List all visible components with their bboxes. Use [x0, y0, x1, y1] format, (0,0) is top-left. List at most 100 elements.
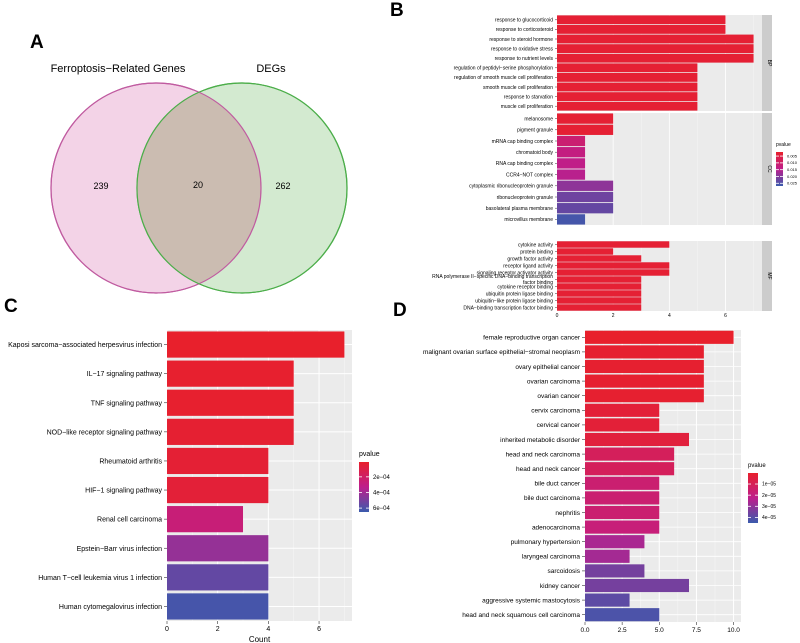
category-label: cervical cancer — [537, 422, 581, 429]
category-label: response to steroid hormone — [489, 37, 553, 43]
bar — [557, 180, 614, 191]
bar — [167, 389, 294, 416]
panel-label-b: B — [390, 0, 404, 21]
bar — [557, 34, 754, 44]
x-axis-label: Count — [249, 635, 271, 643]
bar — [557, 290, 642, 297]
panel-label-c: C — [4, 296, 18, 317]
bar — [585, 330, 734, 344]
facet-strip-label: CC — [766, 165, 772, 173]
category-label: regulation of smooth muscle cell prolife… — [454, 75, 553, 81]
venn-right-label: DEGs — [256, 63, 286, 75]
bar — [557, 283, 642, 290]
do-legend-tick: 2e−05 — [762, 493, 776, 499]
bar — [557, 135, 586, 147]
bar — [167, 564, 269, 591]
x-tick-label: 0 — [165, 626, 169, 633]
category-label: regulation of peptidyl−serine phosphoryl… — [454, 66, 554, 72]
bar — [167, 360, 294, 387]
category-label: female reproductive organ cancer — [483, 335, 581, 342]
x-tick-label: 0.0 — [580, 627, 589, 634]
bar — [585, 505, 660, 520]
category-label: melanosome — [524, 116, 553, 122]
category-label: laryngeal carcinoma — [522, 554, 581, 561]
bar — [557, 72, 698, 82]
bar — [557, 304, 642, 311]
category-label: cytokine activity — [518, 242, 554, 248]
go-legend-title: pvalue — [776, 142, 791, 148]
x-tick-label: 6 — [724, 313, 727, 319]
bar — [585, 491, 660, 505]
category-label: Renal cell carcinoma — [97, 517, 162, 524]
category-label: cervix carcinoma — [531, 408, 580, 415]
category-label: response to glucocorticoid — [495, 18, 553, 24]
bar — [167, 506, 244, 533]
category-label: IL−17 signaling pathway — [87, 371, 163, 378]
x-tick-label: 10.0 — [727, 627, 740, 634]
kegg-legend-tick: 2e−04 — [373, 475, 391, 481]
category-label: smooth muscle cell proliferation — [483, 85, 553, 91]
kegg-legend-title: pvalue — [359, 451, 380, 458]
category-label: mRNA cap binding complex — [492, 139, 554, 145]
kegg-legend-colorbar — [359, 462, 369, 512]
category-label: NOD−like receptor signaling pathway — [47, 429, 163, 436]
category-label: bile duct carcinoma — [524, 495, 580, 502]
bar — [167, 418, 294, 445]
x-tick-label: 2.5 — [618, 627, 627, 634]
bar — [557, 169, 586, 180]
category-label: nephritis — [555, 510, 580, 517]
bar — [557, 297, 642, 304]
do-legend-tick: 1e−05 — [762, 482, 776, 488]
category-label: TNF signaling pathway — [91, 400, 163, 407]
bar — [585, 608, 660, 622]
category-label: ribonucleoprotein granule — [497, 195, 554, 201]
bar — [557, 82, 698, 92]
go-legend-tick: 0.020 — [787, 174, 798, 179]
bar — [585, 447, 675, 461]
category-label: pulmonary hypertension — [511, 539, 581, 546]
bar — [585, 462, 675, 476]
category-label: protein binding — [520, 249, 553, 255]
go-legend-tick: 0.025 — [787, 181, 798, 186]
do-legend-tick: 4e−05 — [762, 515, 776, 521]
category-label: ubiquitin−like protein ligase binding — [475, 298, 553, 304]
bar — [585, 593, 630, 607]
category-label: adenocarcinoma — [532, 524, 580, 531]
facet-strip-bp — [762, 15, 772, 111]
bar — [167, 331, 345, 358]
category-label: kidney cancer — [540, 583, 581, 590]
bar — [585, 389, 704, 403]
x-tick-label: 6 — [317, 626, 321, 633]
kegg-legend-tick: 4e−04 — [373, 490, 391, 496]
category-label: Human cytomegalovirus infection — [59, 604, 162, 611]
category-label: head and neck carcinoma — [506, 451, 581, 458]
category-label: growth factor activity — [507, 256, 553, 262]
category-label: malignant ovarian surface epithelial−str… — [423, 349, 580, 356]
category-label: aggressive systemic mastocytosis — [482, 597, 581, 604]
bar — [585, 345, 704, 359]
do-legend-tick: 3e−05 — [762, 504, 776, 510]
category-label: microvillus membrane — [504, 217, 553, 223]
do-enrichment-chart: female reproductive organ cancer malignan… — [423, 330, 776, 634]
category-label: RNA polymerase II−specific DNA−binding t… — [432, 274, 553, 280]
bar — [585, 374, 704, 388]
x-tick-label: 4 — [668, 313, 671, 319]
category-label: ovarian cancer — [537, 393, 580, 400]
category-label: signaling receptor activator activity — [477, 270, 554, 276]
bar — [585, 564, 645, 578]
bar — [585, 359, 704, 374]
facet-strip-label: BP — [766, 60, 772, 67]
category-label: sarcoidosis — [547, 568, 580, 575]
category-label: response to starvation — [504, 94, 553, 100]
x-tick-label: 2 — [216, 626, 220, 633]
panel-label-d: D — [393, 300, 407, 321]
category-label: HIF−1 signaling pathway — [85, 488, 162, 495]
x-tick-label: 5.0 — [655, 627, 664, 634]
bar — [557, 63, 698, 73]
bar — [557, 203, 614, 214]
bar — [557, 101, 698, 111]
go-enrichment-chart: BP response to glucocorticoid response to … — [432, 15, 798, 319]
category-label: receptor ligand activity — [503, 263, 553, 269]
go-legend-tick: 0.005 — [787, 153, 798, 158]
x-tick-label: 4 — [266, 626, 270, 633]
